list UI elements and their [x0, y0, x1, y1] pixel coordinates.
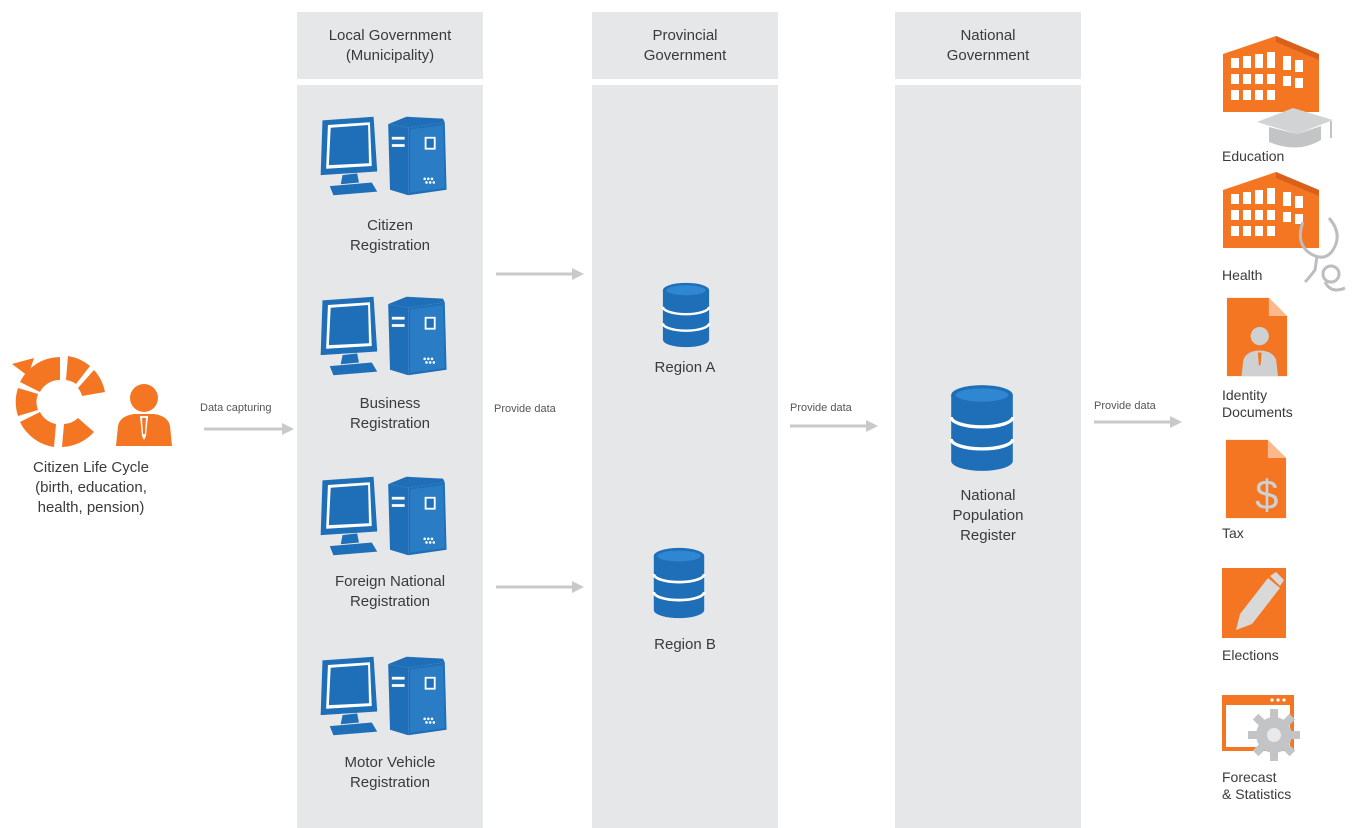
foreign-national-registration-label: Foreign National Registration [334, 573, 446, 610]
region-b-database-icon [650, 547, 708, 619]
provincial-government-header: Provincial Government [592, 12, 778, 79]
national-population-register-database-icon [944, 384, 1020, 472]
motor-vehicle-registration-label: Motor Vehicle Registration [344, 754, 436, 791]
region-b-label: Region B [654, 636, 716, 653]
national-to-services-arrow [1094, 415, 1184, 429]
citizen-person-icon [114, 382, 174, 446]
national-government-title: National Government [946, 26, 1030, 64]
provincial-government-title: Provincial Government [643, 26, 727, 64]
tax-label: Tax [1222, 525, 1244, 541]
motor-vehicle-registration-computer-icon [317, 653, 463, 739]
health-label: Health [1222, 267, 1263, 283]
identity-documents-label: Identity Documents [1222, 387, 1293, 420]
tax-document-icon: $ [1222, 438, 1290, 520]
provincial-government-column [592, 85, 778, 828]
elections-label: Elections [1222, 647, 1279, 663]
national-population-register-label: National Population Register [952, 487, 1024, 544]
forecast-statistics-label: Forecast & Statistics [1222, 769, 1292, 802]
gear-window-icon [1222, 695, 1314, 765]
provide-data-label-provincial: Provide data [494, 403, 556, 415]
citizen-registration-computer-icon [317, 113, 463, 199]
pencil-icon [1222, 568, 1290, 640]
life-cycle-icon [10, 352, 110, 452]
local-government-title: Local Government (Municipality) [328, 26, 452, 64]
life-cycle-label: Citizen Life Cycle (birth, education, he… [33, 459, 149, 516]
business-registration-computer-icon [317, 293, 463, 379]
provide-data-label-national: Provide data [790, 402, 852, 414]
local-government-header: Local Government (Municipality) [297, 12, 483, 79]
local-to-region-a-arrow [496, 267, 586, 281]
foreign-national-registration-computer-icon [317, 473, 463, 559]
data-capturing-arrow [204, 422, 294, 436]
hospital-building-icon [1221, 170, 1361, 310]
provincial-to-national-arrow [790, 419, 880, 433]
identity-document-icon [1222, 296, 1292, 378]
svg-text:$: $ [1255, 471, 1278, 518]
region-a-label: Region A [654, 359, 716, 376]
education-label: Education [1222, 148, 1285, 164]
business-registration-label: Business Registration [349, 395, 431, 432]
national-government-header: National Government [895, 12, 1081, 79]
data-capturing-label: Data capturing [200, 402, 272, 414]
school-building-icon [1221, 34, 1341, 154]
region-a-database-icon [657, 282, 715, 348]
citizen-registration-label: Citizen Registration [349, 217, 431, 254]
provide-data-label-services: Provide data [1094, 400, 1156, 412]
local-to-region-b-arrow [496, 580, 586, 594]
